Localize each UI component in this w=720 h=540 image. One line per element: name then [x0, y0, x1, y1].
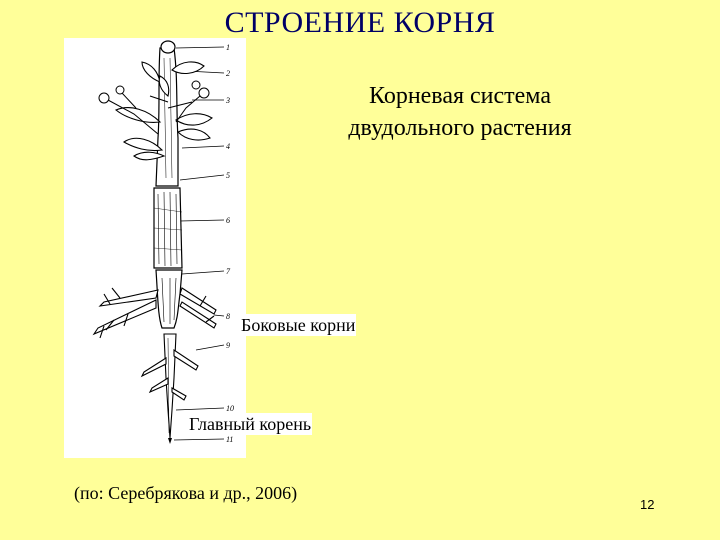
- leaves: [114, 61, 213, 161]
- lateral-roots-label: Боковые корни: [240, 314, 357, 336]
- main-root-label: Главный корень: [188, 413, 313, 435]
- slide-title: СТРОЕНИЕ КОРНЯ: [224, 6, 496, 39]
- callout-11: 11: [226, 435, 233, 444]
- diagram-subtitle: Корневая система двудольного растения: [300, 80, 620, 144]
- apical-bud: [160, 40, 176, 54]
- callout-7: 7: [226, 267, 231, 276]
- root-collar: [153, 187, 183, 269]
- main-root-upper: [155, 269, 183, 329]
- callout-numbers: 1 2 3 4 5 6 7 8 9 10 11: [225, 43, 234, 444]
- root-tip: [168, 438, 172, 444]
- page-number: 12: [640, 497, 655, 512]
- main-root-lower: [140, 333, 199, 439]
- root-system-illustration: 1 2 3 4 5 6 7 8 9 10 11: [64, 38, 246, 458]
- callout-6: 6: [226, 216, 230, 225]
- callout-4: 4: [226, 142, 230, 151]
- callout-8: 8: [226, 312, 230, 321]
- lateral-roots-drawing: [92, 287, 217, 339]
- callout-10: 10: [226, 404, 234, 413]
- callout-3: 3: [225, 96, 230, 105]
- source-citation: (по: Серебрякова и др., 2006): [74, 483, 298, 503]
- callout-2: 2: [226, 69, 230, 78]
- plant-drawing: 1 2 3 4 5 6 7 8 9 10 11: [92, 40, 234, 444]
- side-buds: [98, 80, 210, 135]
- callout-9: 9: [226, 341, 230, 350]
- subtitle-line-1: Корневая система: [369, 83, 551, 109]
- subtitle-line-2: двудольного растения: [348, 115, 572, 141]
- callout-5: 5: [226, 171, 230, 180]
- callout-1: 1: [226, 43, 230, 52]
